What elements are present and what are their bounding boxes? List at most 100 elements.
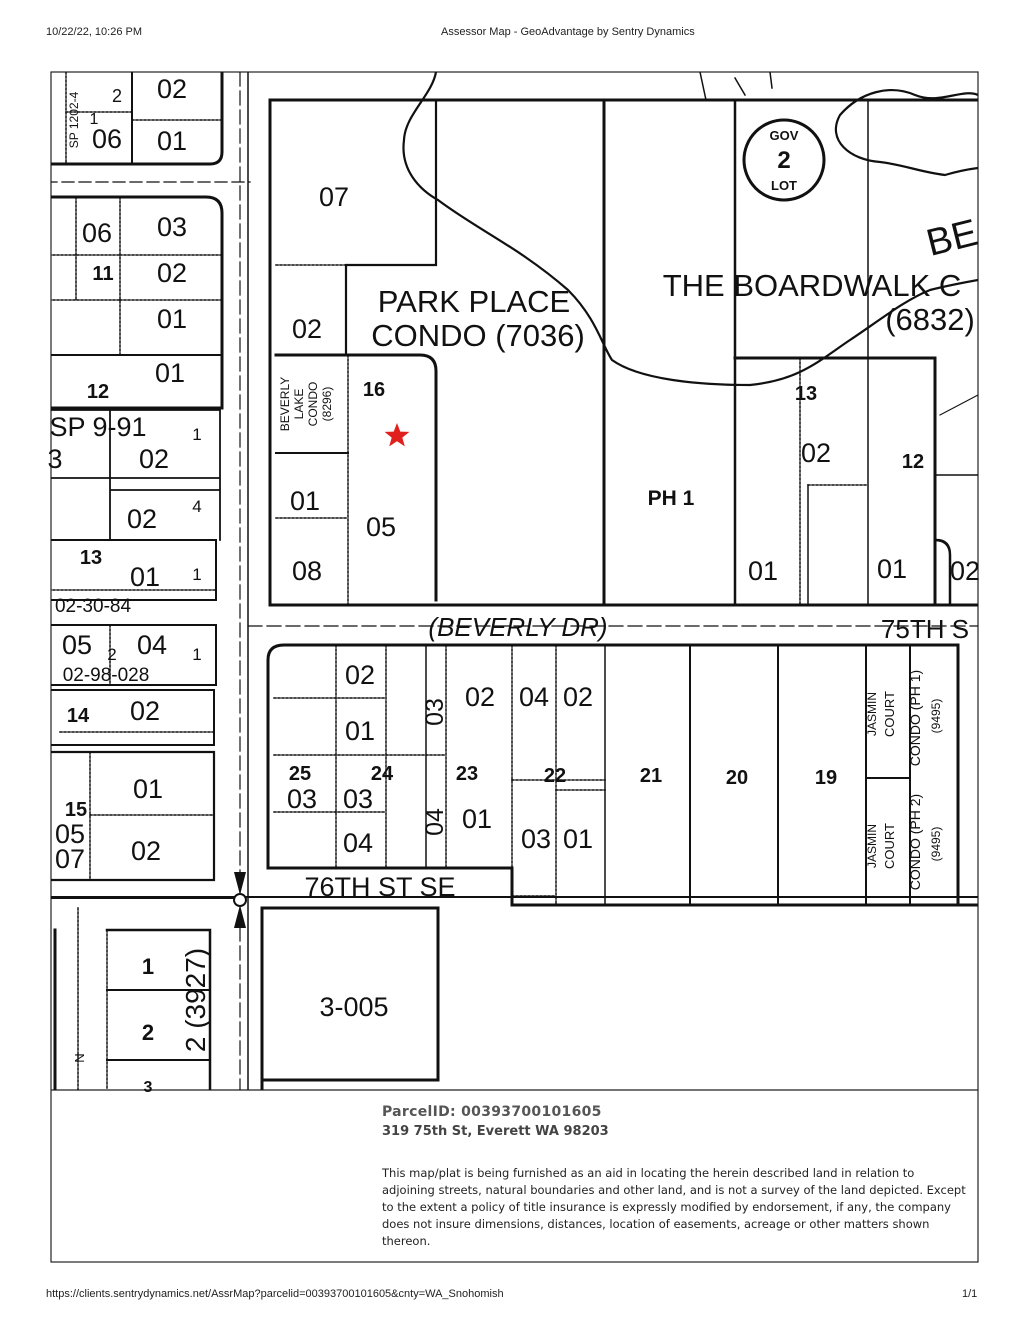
label-s02a: 02 — [345, 660, 375, 690]
label-beverly-lake-4: (8296) — [320, 387, 334, 422]
label-c01: 01 — [155, 358, 185, 388]
label-m02: 02 — [292, 314, 322, 344]
label-b02: 02 — [157, 258, 187, 288]
label-b11: 11 — [92, 263, 113, 285]
label-r01b: 01 — [877, 554, 907, 584]
label-b06: 06 — [82, 218, 112, 248]
label-d1: 1 — [192, 425, 201, 444]
label-r3: 3 — [47, 444, 62, 474]
label-c12: 12 — [87, 381, 109, 403]
label-m05: 05 — [366, 512, 396, 542]
label-jasmin1-2: COURT — [882, 691, 897, 737]
label-s03a: 03 — [287, 784, 317, 814]
label-g04: 04 — [137, 630, 167, 660]
label-a2: 2 — [112, 86, 122, 106]
label-r13: 13 — [795, 383, 817, 405]
label-s22: 22 — [544, 765, 566, 787]
label-r02b: 02 — [950, 556, 980, 586]
label-s01b: 01 — [462, 804, 492, 834]
label-s25: 25 — [289, 763, 311, 785]
label-i01: 01 — [133, 774, 163, 804]
label-jasmin2-2: COURT — [882, 823, 897, 869]
label-jasmin2-3: CONDO (PH 2) — [907, 794, 923, 890]
map-frame — [50, 71, 979, 1263]
label-s01c: 01 — [563, 824, 593, 854]
parcel-id: ParcelID: 00393700101605 — [382, 1104, 602, 1120]
middle-parcel-lines — [268, 72, 978, 607]
label-gov-num: 2 — [777, 147, 790, 174]
label-j1: 1 — [142, 954, 154, 979]
label-i07: 07 — [55, 844, 85, 874]
label-s03c: 03 — [521, 824, 551, 854]
print-page-number: 1/1 — [962, 1288, 978, 1300]
label-m16: 16 — [363, 379, 385, 401]
label-a06: 06 — [92, 124, 122, 154]
print-url[interactable]: https://clients.sentrydynamics.net/AssrM… — [46, 1288, 504, 1300]
label-f1: 1 — [192, 565, 201, 584]
label-h02: 02 — [130, 696, 160, 726]
label-park-place-1: PARK PLACE — [378, 284, 570, 319]
label-m08: 08 — [292, 556, 322, 586]
label-s19: 19 — [815, 767, 837, 789]
bottom-parcel-lines — [260, 906, 440, 1090]
label-s21: 21 — [640, 765, 662, 787]
street-beverly-dr: (BEVERLY DR) — [428, 612, 607, 642]
label-g1: 1 — [192, 645, 201, 664]
label-e02: 02 — [127, 504, 157, 534]
label-i05: 05 — [55, 819, 85, 849]
label-r02-98-028: 02-98-028 — [63, 665, 150, 686]
label-beverly-lake-2: LAKE — [292, 389, 306, 420]
parcel-address: 319 75th St, Everett WA 98203 — [382, 1124, 609, 1139]
label-e4: 4 — [192, 497, 201, 516]
label-boardwalk-1: THE BOARDWALK C — [663, 268, 962, 303]
label-beverly-lake-3: CONDO — [306, 382, 320, 427]
label-b03: 03 — [157, 212, 187, 242]
street-75th: 75TH S — [881, 614, 969, 644]
label-s02c: 02 — [563, 682, 593, 712]
label-gov: GOV — [770, 128, 799, 143]
label-g2: 2 — [107, 645, 116, 664]
label-jasmin1-1: JASMIN — [865, 692, 879, 736]
label-3-005: 3-005 — [319, 992, 388, 1022]
label-gov-lot: LOT — [771, 178, 797, 193]
label-park-place-2: CONDO (7036) — [371, 318, 585, 353]
label-g05: 05 — [62, 630, 92, 660]
street-76th: 76TH ST SE — [304, 872, 455, 902]
label-jasmin1-3: CONDO (PH 1) — [907, 670, 923, 766]
label-beverly-lake-1: BEVERLY — [278, 377, 292, 431]
left-parcel-lines — [51, 72, 251, 1090]
map-labels: SP 1202-4 02 2 1 06 01 06 03 11 02 01 01… — [47, 74, 981, 1096]
subject-parcel-star-icon — [384, 423, 410, 447]
label-j2: 2 — [142, 1020, 154, 1045]
label-i02: 02 — [131, 836, 161, 866]
label-s20: 20 — [726, 767, 748, 789]
south-parcel-lines — [247, 625, 978, 907]
label-sp1202: SP 1202-4 — [67, 91, 81, 148]
label-r02-30-84: 02-30-84 — [55, 596, 131, 617]
label-a01: 01 — [157, 126, 187, 156]
label-s02b: 02 — [465, 682, 495, 712]
label-f01: 01 — [130, 562, 160, 592]
label-s04b: 04 — [343, 828, 373, 858]
label-s24: 24 — [371, 763, 394, 785]
label-s03b: 03 — [343, 784, 373, 814]
label-r02: 02 — [801, 438, 831, 468]
label-h14: 14 — [67, 705, 90, 727]
label-sp991: SP 9-91 — [49, 412, 146, 442]
print-datetime: 10/22/22, 10:26 PM — [46, 26, 143, 38]
north-arrow-label: N — [72, 1053, 87, 1062]
label-s04v: 04 — [421, 808, 449, 836]
label-jasmin2-1: JASMIN — [865, 824, 879, 868]
parcel-info-panel: ParcelID: 00393700101605 319 75th St, Ev… — [382, 1104, 972, 1250]
label-plat-3927: 2 (3927) — [180, 948, 211, 1052]
label-j3: 3 — [144, 1079, 153, 1096]
label-s03v: 03 — [421, 698, 449, 726]
label-m01: 01 — [290, 486, 320, 516]
label-m07: 07 — [319, 182, 349, 212]
label-jasmin2-4: (9495) — [929, 827, 943, 862]
label-d02: 02 — [139, 444, 169, 474]
label-s04: 04 — [519, 682, 549, 712]
label-s01a: 01 — [345, 716, 375, 746]
label-s23: 23 — [456, 763, 478, 785]
